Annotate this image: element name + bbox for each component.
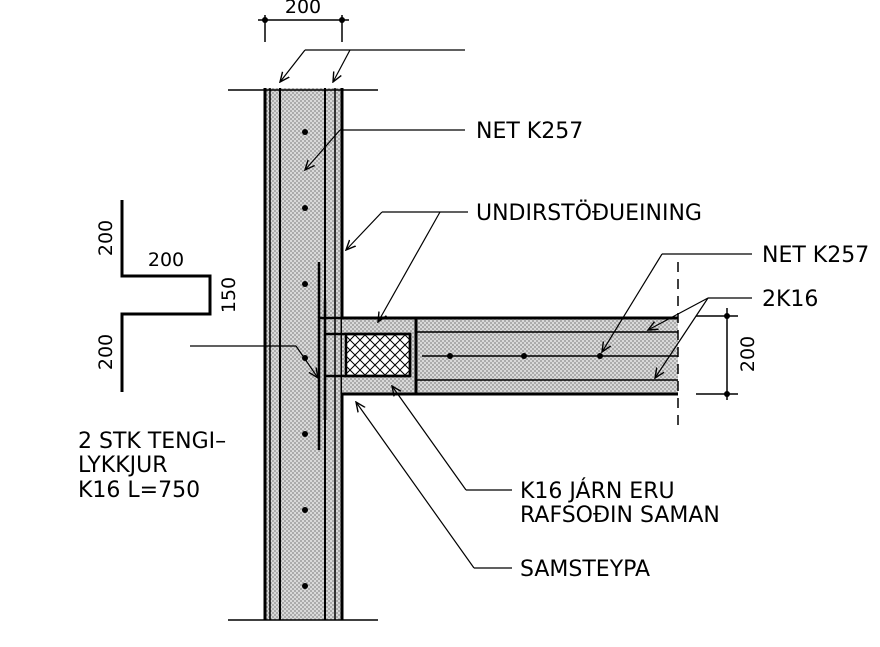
callout-net-slab: NET K257 <box>602 243 869 352</box>
label-samsteypa: SAMSTEYPA <box>520 557 650 582</box>
wall-concrete-fill <box>266 88 342 620</box>
wall-thickness-dimension: 200 <box>258 0 349 42</box>
label-2k16: 2K16 <box>762 287 818 312</box>
slab-thickness-value: 200 <box>737 336 759 372</box>
slab-thickness-dimension: 200 <box>696 308 759 400</box>
tie-loop-outline <box>120 200 212 392</box>
wall <box>228 88 378 621</box>
slab <box>319 262 679 425</box>
callout-2k16: 2K16 <box>648 287 818 378</box>
support-unit-crosshatch <box>344 332 412 378</box>
hook-width-dimension: 200 <box>148 249 184 271</box>
label-jarn-line2: RAFSOÐIN SAMAN <box>520 503 720 528</box>
wall-layer-leader <box>280 49 465 82</box>
callout-jarn-rafsodin: K16 JÁRN ERU RAFSOÐIN SAMAN <box>392 386 720 528</box>
label-jarn-line1: K16 JÁRN ERU <box>520 478 675 504</box>
wall-thickness-value: 200 <box>285 0 321 18</box>
label-net-wall: NET K257 <box>476 119 583 144</box>
callout-tengilykkjur: 2 STK TENGI– LYKKJUR K16 L=750 <box>78 345 318 503</box>
hook-gap-dimension: 150 <box>218 277 240 313</box>
hook-top-dimension: 200 <box>95 220 117 256</box>
tie-loop-shape-detail: 200 200 150 200 <box>95 200 240 392</box>
callout-samsteypa: SAMSTEYPA <box>356 402 650 582</box>
callout-undirstodueining: UNDIRSTÖÐUEINING <box>346 200 702 322</box>
label-undirstodueining: UNDIRSTÖÐUEINING <box>476 200 702 226</box>
slab-mesh-dots <box>447 353 603 359</box>
label-tengilykkjur-line3: K16 L=750 <box>78 478 200 503</box>
label-tengilykkjur-line2: LYKKJUR <box>78 453 168 478</box>
k16-welded-bars <box>319 316 412 378</box>
label-tengilykkjur-line1: 2 STK TENGI– <box>78 429 226 454</box>
hook-bottom-dimension: 200 <box>95 334 117 370</box>
callout-net-wall: NET K257 <box>305 119 583 170</box>
label-net-slab: NET K257 <box>762 243 869 268</box>
